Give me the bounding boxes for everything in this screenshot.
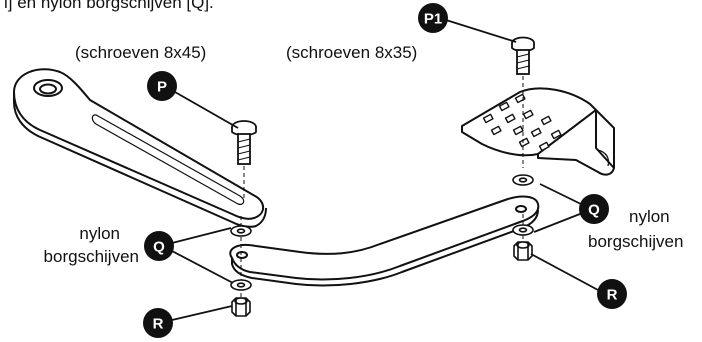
- lock-nut-right: [513, 241, 533, 261]
- callout-r-left: R: [143, 308, 173, 338]
- svg-text:P: P: [157, 79, 167, 96]
- leader-lines: [171, 19, 599, 321]
- svg-text:Q: Q: [153, 239, 165, 256]
- label-borgschijven-right: borgschijven: [588, 232, 683, 251]
- nylon-washer-right-lower: [512, 224, 534, 236]
- svg-text:R: R: [607, 287, 618, 304]
- nylon-washer-left-upper: [230, 225, 252, 237]
- label-screws-8x45: (schroeven 8x45): [75, 43, 206, 62]
- nylon-washer-left-lower: [230, 279, 252, 291]
- bolt-8x45: [231, 120, 257, 165]
- callout-q-left: Q: [144, 231, 174, 261]
- label-nylon-right: nylon: [629, 207, 670, 226]
- mounting-bracket: [461, 87, 615, 176]
- connecting-bar: [229, 195, 540, 287]
- bolt-8x35: [511, 36, 535, 75]
- left-lever-arm: [13, 68, 267, 228]
- callout-p1: P1: [418, 3, 448, 33]
- svg-text:P1: P1: [424, 11, 442, 28]
- label-nylon-left: nylon: [79, 224, 120, 243]
- callout-r-right: R: [597, 279, 627, 309]
- header-fragment: l] en nylon borgschijven [Q].: [4, 0, 214, 12]
- svg-text:Q: Q: [588, 202, 600, 219]
- svg-text:R: R: [153, 316, 164, 333]
- label-screws-8x35: (schroeven 8x35): [286, 43, 417, 62]
- callout-q-right: Q: [579, 194, 609, 224]
- nylon-washer-right-upper: [512, 174, 534, 186]
- callout-p: P: [147, 71, 177, 101]
- label-borgschijven-left: borgschijven: [44, 247, 139, 266]
- lock-nut-left: [231, 297, 251, 317]
